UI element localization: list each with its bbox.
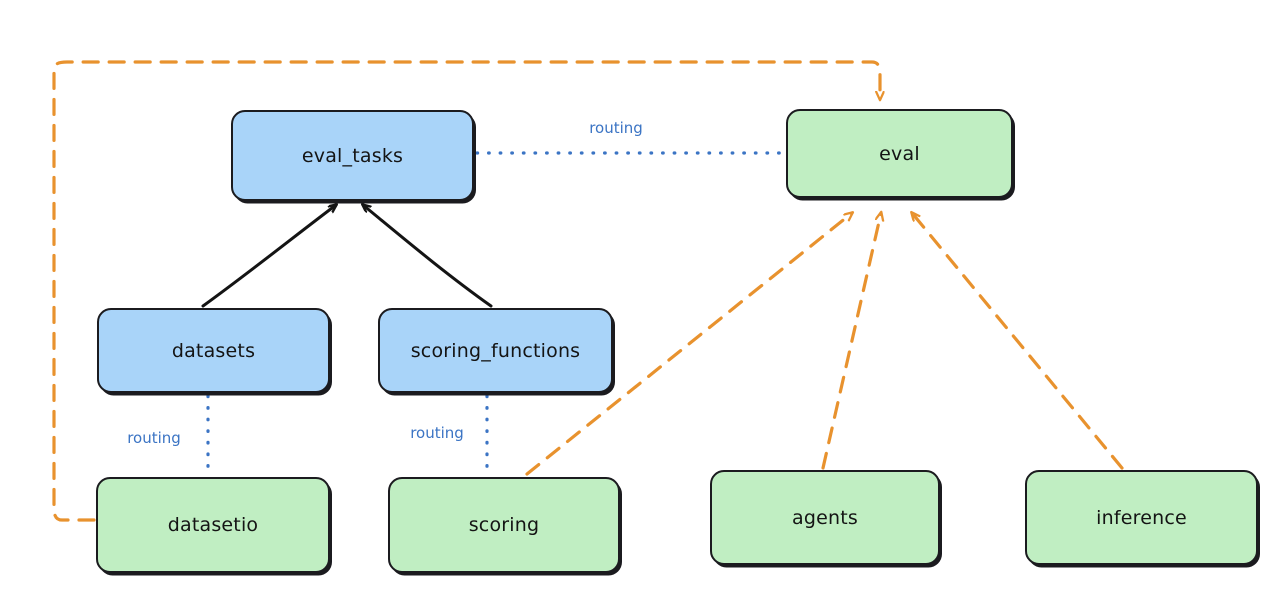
node-eval-tasks[interactable]: eval_tasks	[231, 110, 474, 201]
node-datasetio[interactable]: datasetio	[96, 477, 330, 573]
edge-label-routing-datasetio: routing	[127, 429, 181, 447]
node-inference[interactable]: inference	[1025, 470, 1258, 565]
node-label: eval_tasks	[301, 144, 404, 167]
edge-datasets-to-eval-tasks	[201, 205, 336, 308]
edge-scoring-functions-to-eval-tasks	[363, 205, 493, 308]
node-label: eval	[879, 142, 920, 165]
node-eval[interactable]: eval	[786, 109, 1013, 198]
node-label: scoring_functions	[410, 339, 581, 362]
node-label: datasetio	[167, 514, 259, 536]
node-scoring-functions[interactable]: scoring_functions	[378, 308, 613, 393]
node-label: agents	[792, 506, 858, 529]
edge-agents-to-eval-provider	[821, 213, 881, 470]
node-label: datasets	[171, 339, 256, 362]
edge-label-routing-scoring: routing	[410, 424, 464, 442]
edge-label-routing-eval: routing	[589, 119, 643, 137]
node-label: inference	[1096, 506, 1187, 529]
node-scoring[interactable]: scoring	[388, 477, 620, 573]
edge-inference-to-eval-provider	[912, 213, 1124, 470]
node-datasets[interactable]: datasets	[97, 308, 330, 393]
node-label: scoring	[468, 514, 540, 536]
node-agents[interactable]: agents	[710, 470, 940, 565]
